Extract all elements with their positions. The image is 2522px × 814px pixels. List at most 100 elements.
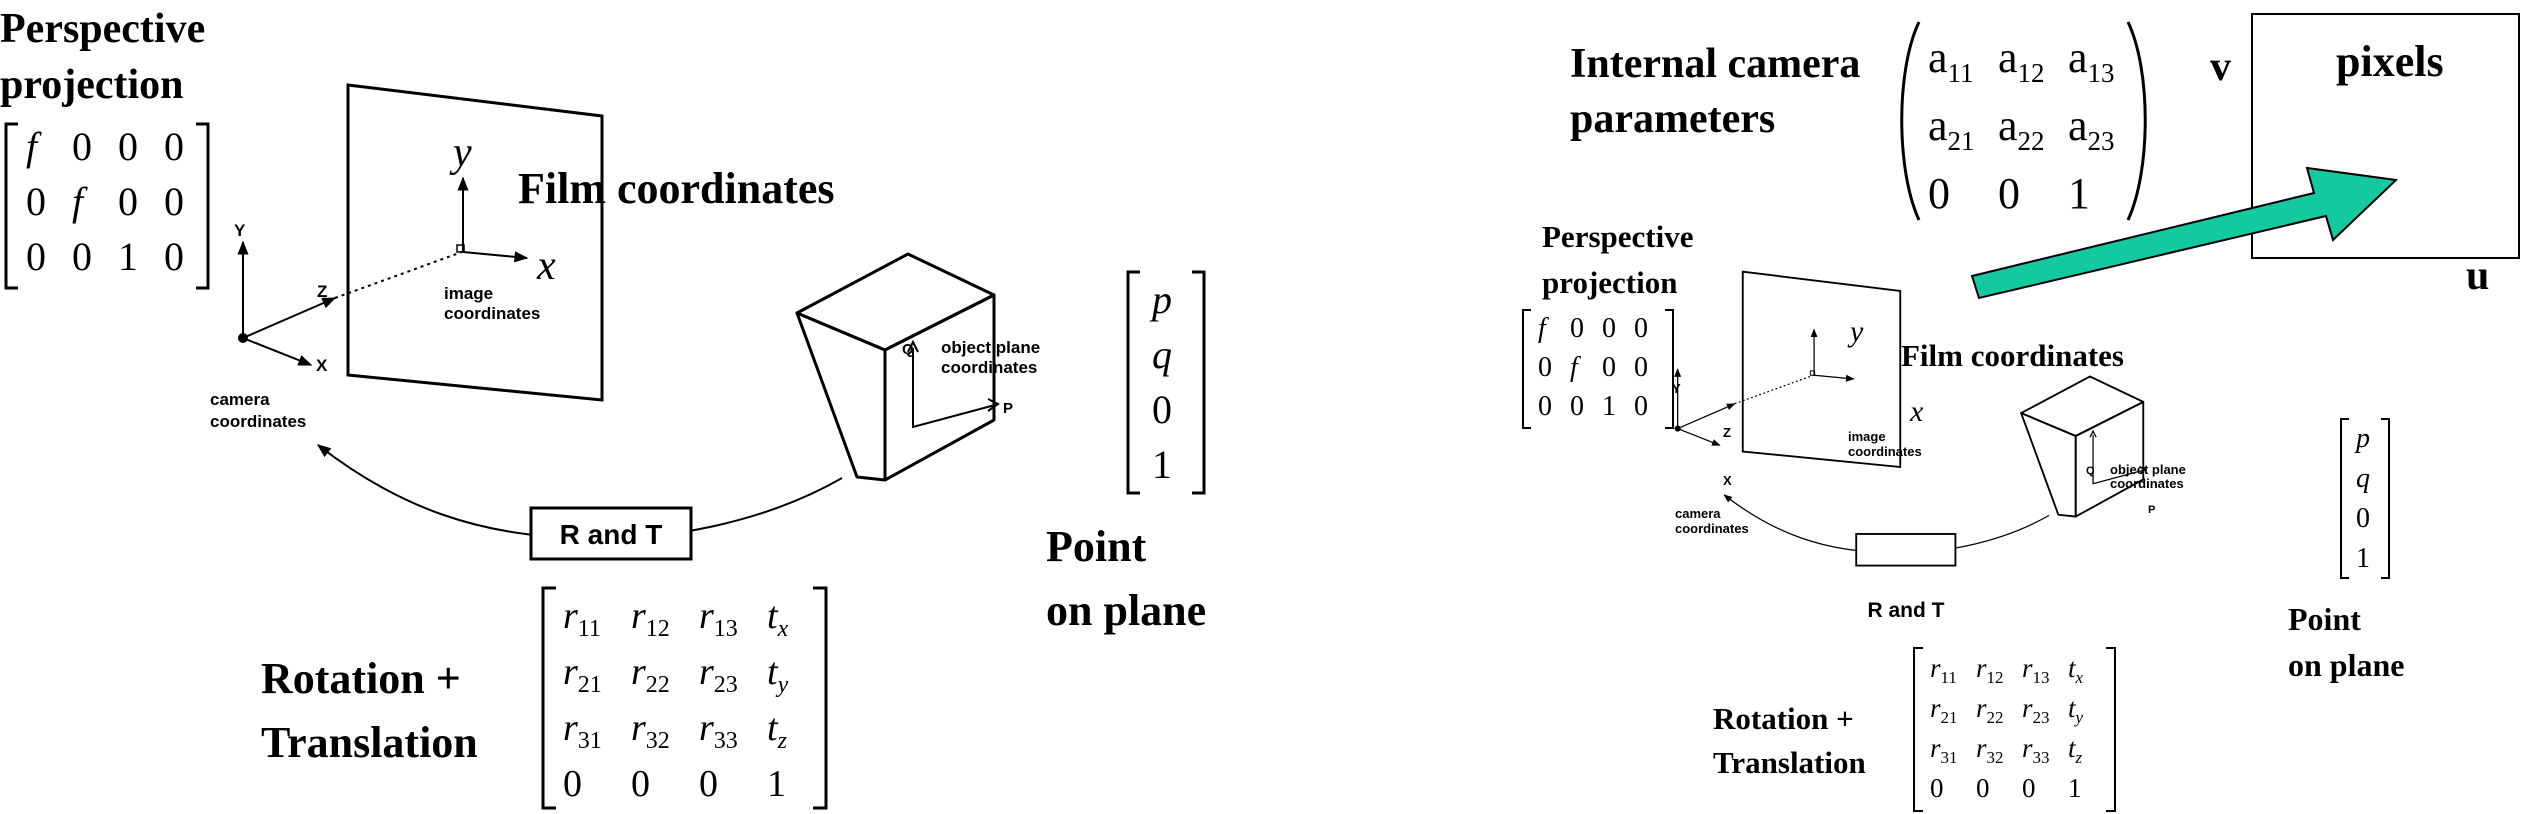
rt-matrix-cell: r13 (699, 595, 738, 642)
rt-matrix-cell: r13 (2022, 653, 2050, 687)
projection-matrix-cell: 0 (1538, 352, 1552, 383)
right-perspective-projection-line2: projection (1542, 265, 1677, 300)
right-point-on-plane-line2: on plane (2288, 647, 2404, 683)
perspective-projection-label-line1: Perspective (0, 6, 205, 52)
rt-matrix-cell: tx (2068, 653, 2084, 687)
projection-matrix-cell: f (1570, 352, 1581, 383)
right-projection-matrix (1522, 309, 1674, 429)
film-y-label: y (449, 130, 472, 176)
point-vector (1126, 270, 1206, 495)
image-coordinates-label-line2: coordinates (444, 304, 540, 323)
point-vector-cell: q (2356, 463, 2370, 494)
rt-matrix-cell: 1 (2068, 773, 2082, 803)
right-film-x-label: x (1909, 395, 1924, 428)
point-vector-cell: 1 (2356, 543, 2370, 574)
right-camera-y-label: Y (1672, 381, 1681, 396)
projection-matrix-cell: 0 (72, 234, 92, 279)
rt-matrix-cell: r31 (1930, 733, 1958, 767)
axis-u-label: u (2466, 253, 2489, 299)
internal-matrix (1900, 21, 2147, 221)
rt-matrix-cell: r12 (1976, 653, 2004, 687)
rt-matrix-cell: tz (2068, 733, 2083, 767)
right-object-q-label: Q (2086, 465, 2095, 477)
image-coordinates-label-line1: image (444, 284, 493, 303)
rt-matrix-cell: r33 (699, 707, 738, 754)
object-p-label: P (1003, 400, 1013, 417)
right-object-plane-line1: object plane (2110, 462, 2186, 477)
point-vector-cell: p (2354, 423, 2370, 454)
right-rt-matrix (1913, 647, 2116, 812)
r-and-t-label: R and T (560, 519, 663, 550)
right-rotation-translation-line2: Translation (1713, 745, 1866, 780)
point-on-plane-label-line2: on plane (1046, 586, 1206, 635)
right-r-and-t-label: R and T (1868, 599, 1945, 622)
right-image-coordinates-line2: coordinates (1848, 444, 1922, 459)
rt-matrix-cell: 0 (1976, 773, 1990, 803)
rt-matrix-cell: 0 (1930, 773, 1944, 803)
rt-matrix-cell: ty (2068, 693, 2084, 727)
internal-matrix-cell: a13 (2068, 33, 2115, 88)
projection-matrix-cell: f (26, 124, 42, 169)
projection-matrix-cell: f (1538, 313, 1549, 344)
point-vector-cell: p (1149, 277, 1172, 322)
internal-matrix-cell: 1 (2068, 169, 2090, 218)
projection-matrix-cell: 0 (1634, 391, 1648, 422)
object-q-label: Q (902, 341, 914, 358)
film-to-pixel-arrow (1970, 166, 2399, 300)
point-vector-cell: 0 (2356, 503, 2370, 534)
perspective-projection-label-line2: projection (0, 62, 184, 108)
point-vector-cell: q (1152, 332, 1172, 377)
right-perspective-projection-line1: Perspective (1542, 219, 1693, 254)
internal-matrix-cell: a21 (1928, 101, 1975, 156)
projection-matrix-cell: 0 (118, 124, 138, 169)
internal-camera-parameters-line2: parameters (1570, 96, 1775, 142)
projection-matrix-cell: 0 (1602, 313, 1616, 344)
rt-matrix-cell: r11 (563, 595, 601, 642)
projection-matrix-cell: 0 (118, 179, 138, 224)
point-vector-cell: 1 (1152, 442, 1172, 487)
right-film-coordinates-label: Film coordinates (1901, 338, 2124, 373)
projection-matrix-cell: 0 (1634, 352, 1648, 383)
projection-matrix-cell: 0 (26, 179, 46, 224)
right-rotation-translation-line1: Rotation + (1713, 701, 1854, 736)
camera-coordinates-label-line1: camera (210, 390, 270, 409)
projection-matrix-cell: 0 (1634, 313, 1648, 344)
right-image-coordinates-line1: image (1848, 429, 1886, 444)
rt-matrix-cell: 0 (563, 763, 582, 805)
rt-matrix-cell: ty (767, 651, 789, 698)
rt-matrix-cell: 0 (631, 763, 650, 805)
rt-matrix-cell: tx (767, 595, 789, 642)
rotation-translation-label-line1: Rotation + (261, 654, 461, 703)
internal-matrix-cell: a12 (1998, 33, 2045, 88)
internal-matrix-cell: 0 (1998, 169, 2020, 218)
internal-matrix-cell: 0 (1928, 169, 1950, 218)
right-object-p-label: P (2148, 504, 2155, 516)
rt-matrix-cell: r22 (1976, 693, 2004, 727)
pixels-label: pixels (2336, 37, 2444, 86)
camera-z-label: Z (317, 282, 327, 301)
internal-matrix-cell: a23 (2068, 101, 2115, 156)
pixel-image-box (2251, 13, 2520, 259)
rt-matrix-cell: r11 (1930, 653, 1957, 687)
right-camera-coordinates-line2: coordinates (1675, 521, 1749, 536)
projection-matrix-cell: f (72, 179, 88, 224)
right-point-on-plane-line1: Point (2288, 601, 2361, 637)
point-vector-cell: 0 (1152, 387, 1172, 432)
rt-matrix-cell: r21 (1930, 693, 1958, 727)
right-film-y-label: y (1847, 315, 1864, 348)
rt-matrix-cell: r32 (1976, 733, 2004, 767)
internal-matrix-cell: a22 (1998, 101, 2045, 156)
projection-matrix-cell: 0 (164, 124, 184, 169)
camera-coordinates-label-line2: coordinates (210, 412, 306, 431)
rt-matrix-cell: r21 (563, 651, 602, 698)
object-plane-coordinates-label-line2: coordinates (941, 358, 1037, 377)
projection-matrix-cell: 0 (1538, 391, 1552, 422)
rt-matrix (541, 586, 828, 810)
projection-matrix-cell: 1 (1602, 391, 1616, 422)
object-plane-coordinates-label-line1: object plane (941, 338, 1040, 357)
projection-matrix-cell: 0 (26, 234, 46, 279)
